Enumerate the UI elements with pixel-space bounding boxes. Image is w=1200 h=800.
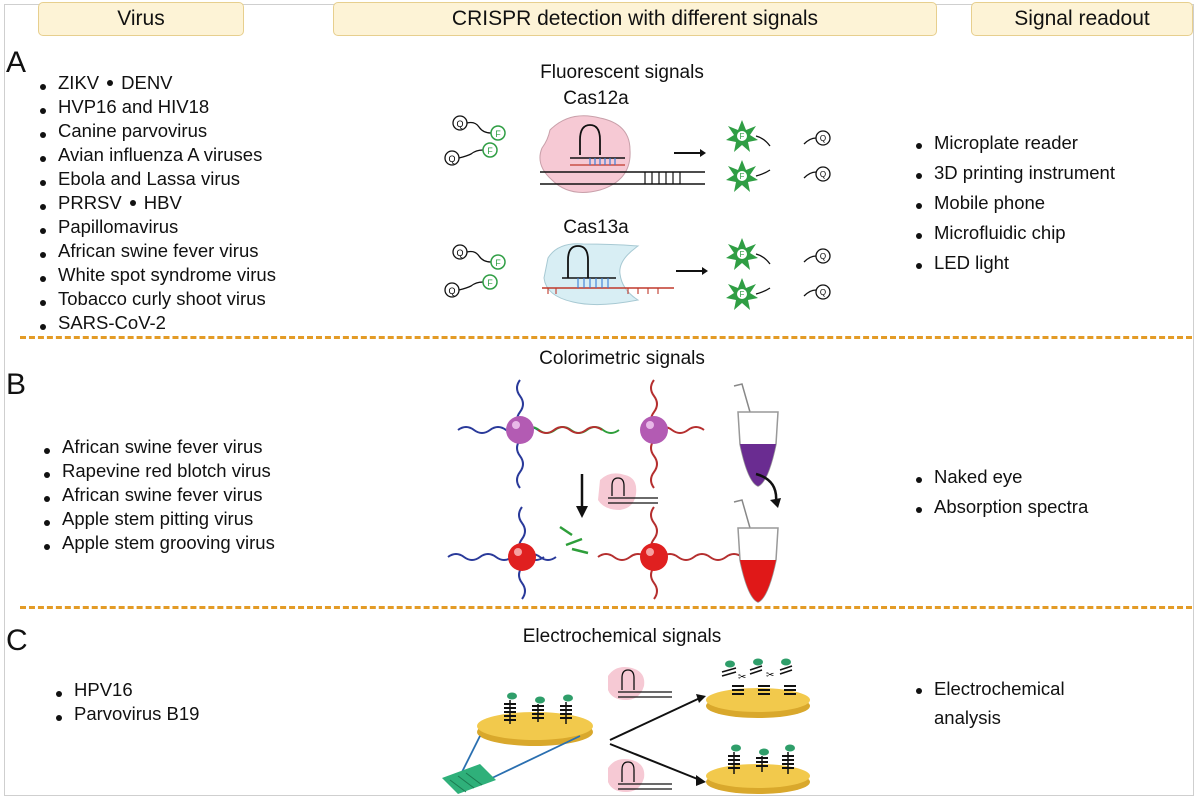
section-c-virus-list: HPV16 Parvovirus B19 xyxy=(50,678,199,726)
section-c-letter: C xyxy=(6,624,28,657)
section-c-readout: Electrochemical analysis xyxy=(912,674,1065,732)
section-a-letter: A xyxy=(6,46,27,79)
cas13a-label: Cas13a xyxy=(563,217,629,238)
scissors-icon: ✂ xyxy=(738,672,746,683)
virus-item: Apple stem pitting virus xyxy=(38,507,275,531)
fluor-letter: F xyxy=(495,129,501,139)
virus-item: Rapevine red blotch virus xyxy=(38,459,275,483)
readout-item: Mobile phone xyxy=(912,188,1115,218)
fluorescent-burst-icon xyxy=(726,238,758,270)
section-b-readout-list: Naked eye Absorption spectra xyxy=(912,462,1088,522)
section-a-readout-list: Microplate reader 3D printing instrument… xyxy=(912,128,1115,278)
fluorescent-burst-icon xyxy=(726,120,758,152)
readout-item: Microfluidic chip xyxy=(912,218,1115,248)
reporter-probe xyxy=(452,115,506,141)
virus-item: African swine fever virus xyxy=(38,483,275,507)
fluor-letter: F xyxy=(740,172,745,181)
red-nanoparticle xyxy=(508,543,536,571)
quencher-letter: Q xyxy=(820,170,826,179)
virus-item: African swine fever virus xyxy=(38,435,275,459)
fluorescent-burst-icon xyxy=(726,278,758,310)
probe-stack xyxy=(728,744,741,774)
red-nanoparticle xyxy=(640,543,668,571)
fluor-letter: F xyxy=(740,290,745,299)
header-detection: CRISPR detection with different signals xyxy=(333,2,937,36)
arrow-icon xyxy=(674,149,706,157)
section-b-title: Colorimetric signals xyxy=(539,348,705,369)
probe-stack xyxy=(504,692,517,724)
electrode xyxy=(706,764,810,788)
curved-arrow-icon xyxy=(755,472,781,508)
reporter-probes-cas12a: Q F Q F xyxy=(444,115,506,166)
electrochemical-scheme: ✂ ✂ xyxy=(442,658,810,794)
section-a-title: Fluorescent signals xyxy=(540,62,704,83)
cas-cleavage-step xyxy=(576,473,658,518)
readout-item: LED light xyxy=(912,248,1115,278)
virus-item: SARS-CoV-2 xyxy=(34,311,276,335)
cas13a-complex xyxy=(542,243,674,306)
section-separator xyxy=(20,336,1192,339)
fluorescent-burst-icon xyxy=(726,160,758,192)
virus-item: Avian influenza A viruses xyxy=(34,143,276,167)
gold-nanoparticle xyxy=(640,416,668,444)
chip-icon xyxy=(442,764,496,794)
virus-item: Ebola and Lassa virus xyxy=(34,167,276,191)
virus-item: Apple stem grooving virus xyxy=(38,531,275,555)
readout-line: Electrochemical xyxy=(934,678,1065,699)
tube-purple-icon xyxy=(733,383,779,487)
quencher-letter: Q xyxy=(820,134,826,143)
reporter-probe xyxy=(444,142,498,166)
fluor-letter: F xyxy=(740,250,745,259)
header-readout: Signal readout xyxy=(971,2,1193,36)
quencher-letter: Q xyxy=(820,288,826,297)
arrow-icon xyxy=(676,267,708,275)
section-b-virus-list: African swine fever virus Rapevine red b… xyxy=(38,435,275,555)
virus-item: Parvovirus B19 xyxy=(50,702,199,726)
virus-item: African swine fever virus xyxy=(34,239,276,263)
fluor-letter: F xyxy=(495,258,501,268)
dispersed-nanoparticles xyxy=(457,379,705,489)
fluor-letter: F xyxy=(487,146,493,156)
probe-stack xyxy=(560,694,573,724)
quencher-letter: Q xyxy=(456,248,463,258)
aggregated-nanoparticles xyxy=(447,506,743,600)
virus-item: Tobacco curly shoot virus xyxy=(34,287,276,311)
virus-item: HPV16 xyxy=(50,678,199,702)
virus-item: HVP16 and HIV18 xyxy=(34,95,276,119)
section-b-letter: B xyxy=(6,368,27,401)
probe-stack xyxy=(782,744,795,774)
readout-line: analysis xyxy=(934,707,1001,728)
quencher-letter: Q xyxy=(820,252,826,261)
cleaved-reporters-cas13a: F F Q Q xyxy=(726,238,831,310)
readout-item: Microplate reader xyxy=(912,128,1115,158)
virus-item: Papillomavirus xyxy=(34,215,276,239)
quencher-letter: Q xyxy=(448,154,455,164)
fluor-letter: F xyxy=(487,278,493,288)
virus-item: White spot syndrome virus xyxy=(34,263,276,287)
probe-stack xyxy=(532,696,545,722)
tube-red-icon xyxy=(733,499,779,603)
electrode xyxy=(706,688,810,712)
gold-nanoparticle xyxy=(506,416,534,444)
cas12a-complex xyxy=(539,115,705,193)
quencher-letter: Q xyxy=(456,119,463,129)
section-c-title: Electrochemical signals xyxy=(522,626,722,647)
probe-stack xyxy=(756,748,769,772)
readout-item: 3D printing instrument xyxy=(912,158,1115,188)
virus-item: Canine parvovirus xyxy=(34,119,276,143)
readout-item: Naked eye xyxy=(912,462,1088,492)
fluor-letter: F xyxy=(740,132,745,141)
section-separator xyxy=(20,606,1192,609)
quencher-letter: Q xyxy=(448,286,455,296)
header-virus: Virus xyxy=(38,2,244,36)
reporter-probes-cas13a: Q F Q F xyxy=(444,244,506,298)
cleaved-reporters-cas12a: F F Q Q xyxy=(726,120,831,192)
cas12a-label: Cas12a xyxy=(563,88,629,109)
electrode xyxy=(477,712,593,740)
readout-item: Absorption spectra xyxy=(912,492,1088,522)
scissors-icon: ✂ xyxy=(766,670,774,681)
